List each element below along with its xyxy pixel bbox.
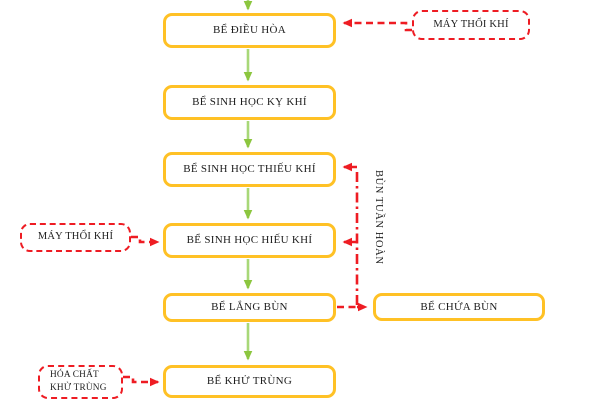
edge-label-sludge-recirculation: BÙN TUẦN HOÀN xyxy=(373,170,384,265)
node-air-blower-top: MÁY THỔI KHÍ xyxy=(412,10,530,40)
node-sludge-storage-tank: BỂ CHỨA BÙN xyxy=(373,293,545,321)
blower-top-connector xyxy=(342,18,412,32)
node-disinfectant-chemical: HÓA CHẤT KHỬ TRÙNG xyxy=(38,365,123,399)
node-air-blower-left: MÁY THỔI KHÍ xyxy=(20,223,131,252)
node-label-line2: KHỬ TRÙNG xyxy=(50,383,107,393)
node-sludge-settling-tank: BỂ LẮNG BÙN xyxy=(163,293,336,322)
node-label: BỂ CHỨA BÙN xyxy=(420,300,498,313)
node-anoxic-tank: BỂ SINH HỌC THIẾU KHÍ xyxy=(163,152,336,187)
blower-left-connector xyxy=(131,235,160,247)
node-label: BỂ SINH HỌC HIẾU KHÍ xyxy=(186,234,313,247)
node-label: BỂ LẮNG BÙN xyxy=(211,301,288,314)
node-anaerobic-tank: BỂ SINH HỌC KỴ KHÍ xyxy=(163,85,336,120)
node-equalization-tank: BỂ ĐIỀU HÒA xyxy=(163,13,336,48)
node-aerobic-tank: BỂ SINH HỌC HIẾU KHÍ xyxy=(163,223,336,258)
chemical-connector xyxy=(123,375,160,387)
node-label: BỂ KHỬ TRÙNG xyxy=(206,375,293,388)
node-label: MÁY THỔI KHÍ xyxy=(433,18,509,30)
node-label: BỂ SINH HỌC THIẾU KHÍ xyxy=(183,163,316,176)
node-disinfection-tank: BỂ KHỬ TRÙNG xyxy=(163,365,336,398)
node-label-line1: HÓA CHẤT xyxy=(50,369,99,380)
node-label: BỂ ĐIỀU HÒA xyxy=(213,24,286,37)
node-label: BỂ SINH HỌC KỴ KHÍ xyxy=(192,96,307,109)
node-label: MÁY THỔI KHÍ xyxy=(37,231,114,243)
